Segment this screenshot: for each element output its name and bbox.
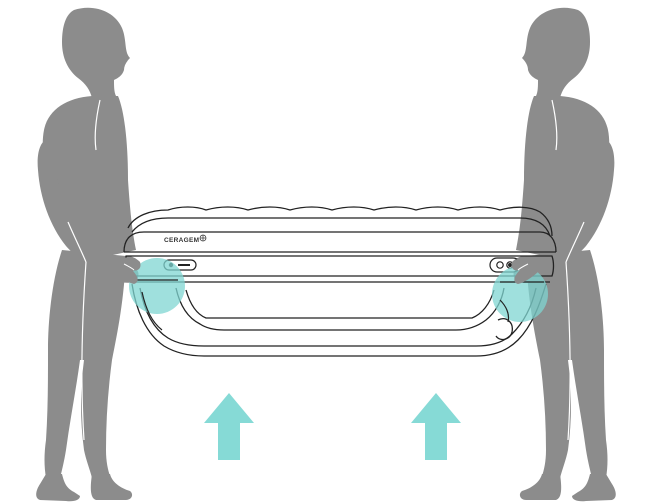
snowflake-logo-icon	[200, 235, 206, 241]
up-arrow-icon	[204, 393, 254, 460]
massage-mat-device	[124, 207, 556, 356]
right-person-silhouette	[512, 8, 616, 502]
left-person-silhouette	[36, 8, 140, 502]
up-arrow-icon	[411, 393, 461, 460]
brand-text: CERAGEM	[164, 237, 199, 244]
